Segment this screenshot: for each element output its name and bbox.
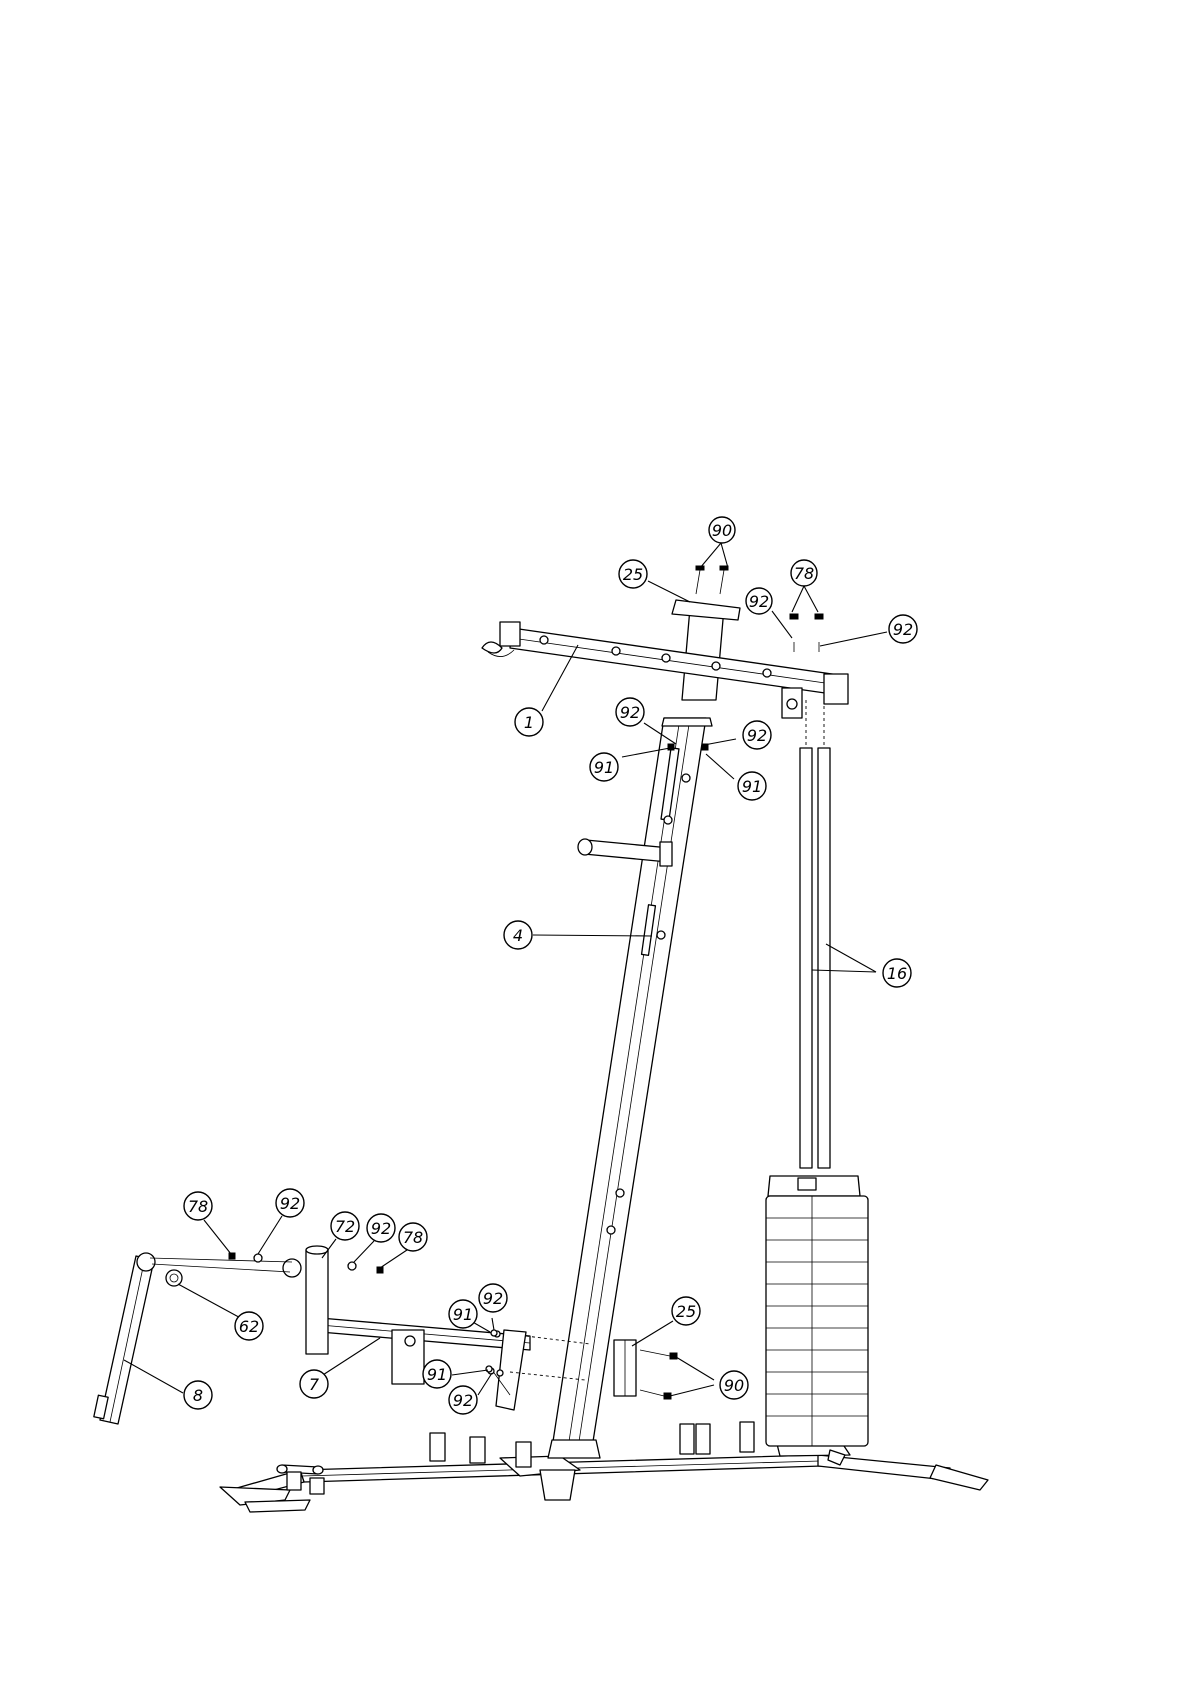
callout-72: 72 (331, 1212, 359, 1240)
svg-text:7: 7 (309, 1375, 320, 1394)
svg-text:78: 78 (403, 1228, 423, 1247)
svg-text:4: 4 (513, 926, 523, 945)
svg-text:92: 92 (749, 592, 769, 611)
svg-text:91: 91 (742, 777, 762, 796)
callout-78-top: 78 (791, 560, 817, 586)
callout-90-top: 90 (709, 517, 735, 543)
callout-92-low-b: 92 (367, 1214, 395, 1242)
callout-92-low-d: 92 (449, 1386, 477, 1414)
leg-extension-arm (94, 1253, 155, 1424)
svg-text:78: 78 (794, 564, 814, 583)
svg-text:25: 25 (676, 1302, 696, 1321)
callout-8: 8 (184, 1381, 212, 1409)
callout-62: 62 (235, 1312, 263, 1340)
svg-text:16: 16 (887, 964, 907, 983)
svg-text:92: 92 (483, 1289, 503, 1308)
svg-text:90: 90 (712, 521, 732, 540)
svg-text:91: 91 (453, 1305, 473, 1324)
callout-92-top-left: 92 (746, 588, 772, 614)
callout-92-top-right: 92 (889, 615, 917, 643)
callout-1: 1 (515, 708, 543, 736)
svg-text:92: 92 (280, 1194, 300, 1213)
svg-text:92: 92 (453, 1391, 473, 1410)
callout-78-low-left: 78 (184, 1192, 212, 1220)
callout-25-low: 25 (672, 1297, 700, 1325)
svg-text:1: 1 (524, 713, 534, 732)
callout-91-mid-b: 91 (738, 772, 766, 800)
svg-text:62: 62 (239, 1317, 259, 1336)
callout-90-low: 90 (720, 1371, 748, 1399)
svg-text:92: 92 (371, 1219, 391, 1238)
svg-text:8: 8 (193, 1386, 203, 1405)
callout-91-mid-a: 91 (590, 753, 618, 781)
svg-text:90: 90 (724, 1376, 744, 1395)
lower-seat-beam (150, 1246, 590, 1410)
fasteners (166, 566, 823, 1399)
svg-text:72: 72 (335, 1217, 355, 1236)
callout-92-low-c: 92 (479, 1284, 507, 1312)
callout-4: 4 (504, 921, 532, 949)
svg-text:92: 92 (893, 620, 913, 639)
callout-78-low-right: 78 (399, 1223, 427, 1251)
callout-91-low-a: 91 (449, 1300, 477, 1328)
callout-25-top: 25 (619, 560, 647, 588)
svg-text:92: 92 (620, 703, 640, 722)
callout-16: 16 (883, 959, 911, 987)
svg-text:92: 92 (747, 726, 767, 745)
callout-92-low-a: 92 (276, 1189, 304, 1217)
svg-text:91: 91 (594, 758, 614, 777)
svg-text:91: 91 (427, 1365, 447, 1384)
callout-91-low-b: 91 (423, 1360, 451, 1388)
callout-7: 7 (300, 1370, 328, 1398)
top-beam (482, 622, 848, 718)
base-frame (220, 1422, 988, 1512)
callout-92-mid-a: 92 (616, 698, 644, 726)
callout-92-mid-b: 92 (743, 721, 771, 749)
svg-text:25: 25 (623, 565, 643, 584)
guide-rods (800, 700, 830, 1168)
top-mast-piece (672, 600, 740, 700)
weight-stack (766, 1176, 868, 1446)
svg-text:78: 78 (188, 1197, 208, 1216)
